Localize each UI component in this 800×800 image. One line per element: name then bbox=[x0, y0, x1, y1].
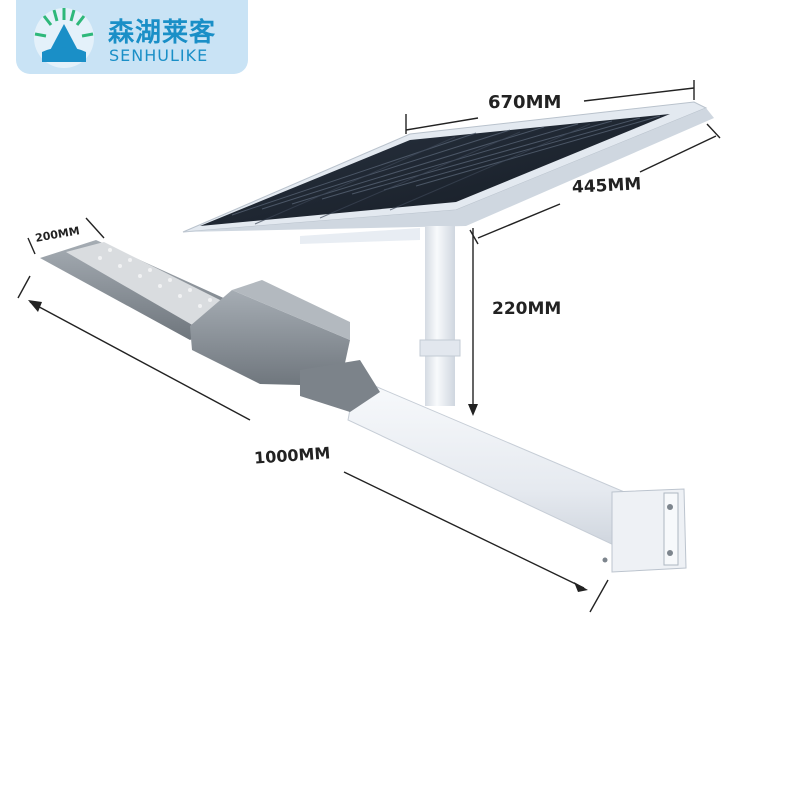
lamp-arm bbox=[347, 377, 656, 563]
led-array bbox=[66, 242, 236, 326]
brand-name-chinese: 森湖莱客 bbox=[108, 18, 217, 48]
brand-sun-icon bbox=[34, 8, 94, 68]
solar-panel-cells bbox=[200, 114, 670, 226]
brand-logo: 森湖莱客 SENHULIKE bbox=[16, 0, 248, 74]
panel-depth-label: 445MM bbox=[571, 174, 642, 198]
panel-support-post bbox=[425, 226, 455, 406]
panel-width-label: 670MM bbox=[488, 92, 562, 113]
solar-cell-cross-lines bbox=[254, 123, 591, 225]
led-dots bbox=[98, 248, 212, 308]
dimension-lines bbox=[17, 80, 721, 613]
battery-housing bbox=[190, 290, 350, 386]
dimension-arrowheads bbox=[28, 300, 588, 592]
brand-name-english: SENHULIKE bbox=[109, 46, 209, 65]
post-height-label: 220MM bbox=[492, 299, 562, 319]
solar-cell-lines bbox=[231, 115, 661, 216]
